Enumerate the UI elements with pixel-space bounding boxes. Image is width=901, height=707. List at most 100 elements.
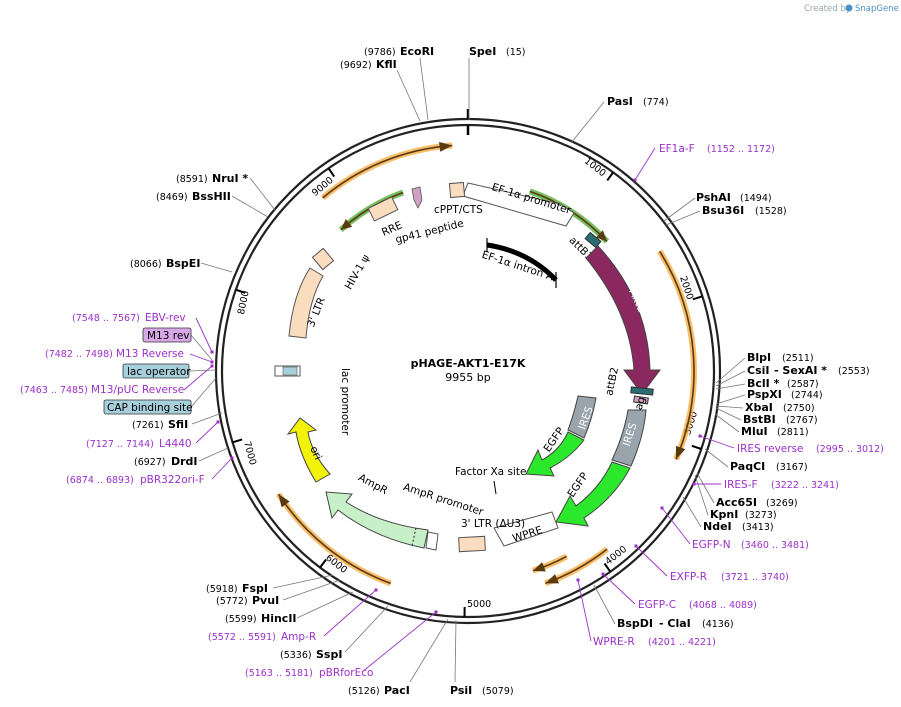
ires-inner-feature: IRES [567, 395, 597, 439]
site-pshai: PshAI (1494) [696, 191, 772, 204]
primer-mark-iresrev [698, 434, 702, 438]
orf-arc-top [320, 141, 453, 201]
leader-blpi [715, 357, 746, 384]
site-bsu36i: Bsu36I (1528) [702, 204, 787, 217]
major-tick [692, 295, 703, 301]
boxed-leader-m13rev [190, 334, 213, 361]
svg-text:KpnI: KpnI [710, 508, 738, 521]
site-pasi: PasI (774) [607, 95, 669, 108]
primer-leader-l4440 [195, 421, 219, 444]
svg-text:EF1a-F: EF1a-F [659, 143, 695, 155]
leader-psii [454, 619, 457, 683]
svg-text:(4068 .. 4089): (4068 .. 4089) [689, 600, 757, 611]
site-mlui: MluI (2811) [741, 425, 809, 438]
primer-leader-ampr [323, 589, 377, 637]
tick-label-5000: 5000 [467, 599, 491, 610]
site-bcli: BclI * (2587) [747, 377, 819, 390]
leader-bspdi [593, 584, 616, 625]
primer-leader-ebvrev [195, 317, 213, 353]
primer-pbrforeco: (5163 .. 5181) pBRforEco [245, 667, 373, 679]
orf-arc-lower-2 [531, 553, 568, 574]
svg-text:EcoRI: EcoRI [400, 45, 434, 58]
svg-text:(2767): (2767) [786, 415, 818, 426]
svg-text:lac operator: lac operator [127, 366, 191, 378]
site-blpi: BlpI (2511) [747, 351, 814, 364]
svg-text:(5918): (5918) [206, 584, 238, 595]
major-tick [691, 444, 702, 450]
svg-text:(7261): (7261) [132, 420, 164, 431]
svg-text:EXFP-R: EXFP-R [670, 571, 707, 583]
leader-xbai [715, 405, 744, 409]
major-tick [235, 288, 246, 294]
ef1a-intron-feature: EF-1α intron A [480, 238, 558, 288]
orf-arc-right [657, 249, 697, 461]
tick-label-7000: 7000 [241, 440, 258, 466]
primer-m13reverse: (7482 .. 7498) M13 Reverse [45, 348, 184, 360]
site-paqci: PaqCI (3167) [730, 460, 808, 473]
cppt-feature: cPPT/CTS [434, 181, 483, 216]
primer-leader-egfpc [602, 573, 636, 605]
egfp-inner-feature: EGFP [525, 425, 585, 477]
svg-text:MluI: MluI [741, 425, 768, 438]
leader-bspei [200, 262, 233, 273]
site-psii: PsiI (5079) [450, 684, 514, 697]
leader-mlui [714, 413, 740, 433]
leader-drdi [198, 447, 229, 462]
boxed-leader-lacop [188, 369, 217, 372]
orf-arc-right-line [658, 250, 695, 460]
primer-iresrev: IRES reverse (2995 .. 3012) [737, 443, 884, 455]
ori-label: ori [307, 444, 324, 461]
svg-text:pBRforEco: pBRforEco [319, 667, 373, 679]
svg-text:PacI: PacI [384, 684, 410, 697]
primer-mark-egfpc [601, 572, 605, 576]
svg-text:(5336): (5336) [280, 650, 312, 661]
primer-mark-wprer [576, 578, 580, 582]
svg-text:SpeI: SpeI [469, 45, 496, 58]
primer-ampr: (5572 .. 5591) Amp-R [208, 631, 316, 643]
site-sfii: (7261) SfiI [132, 418, 188, 431]
site-sspi: (5336) SspI [280, 648, 342, 661]
svg-text:(2511): (2511) [782, 353, 814, 364]
svg-text:(3413): (3413) [742, 522, 774, 533]
ltr3-du3-label: 3' LTR (ΔU3) [461, 518, 525, 530]
svg-text:SspI: SspI [316, 648, 342, 661]
svg-text:pBR322ori-F: pBR322ori-F [140, 474, 205, 486]
leader-sfii [191, 412, 223, 425]
svg-text:DrdI: DrdI [171, 455, 198, 468]
svg-text:(8591): (8591) [176, 174, 208, 185]
egfp-outer-feature: EGFP [555, 461, 631, 527]
attb2-label: attB2 [603, 366, 621, 396]
svg-text:Acc65I: Acc65I [716, 496, 757, 509]
svg-text:(8469): (8469) [156, 192, 188, 203]
primer-leader-exfpr [635, 545, 668, 577]
leader-acc65i [696, 472, 715, 504]
leader-kpni [694, 474, 709, 516]
site-pspxi: PspXI (2744) [747, 388, 823, 401]
primer-mark-m13puc [210, 364, 214, 368]
primer-exfpr: EXFP-R (3721 .. 3740) [670, 571, 789, 583]
svg-text:(3269): (3269) [766, 498, 798, 509]
primer-ef1af: EF1a-F (1152 .. 1172) [659, 143, 775, 155]
svg-text:M13 rev: M13 rev [147, 330, 190, 342]
svg-text:BssHII: BssHII [192, 190, 231, 203]
leader-paqci [704, 448, 729, 468]
site-xbai: XbaI (2750) [745, 401, 815, 414]
primer-ebvrev: (7548 .. 7567) EBV-rev [72, 312, 186, 324]
boxed-leader-cap [190, 377, 217, 408]
svg-text:BlpI: BlpI [747, 351, 771, 364]
svg-text:BclI *: BclI * [747, 377, 780, 390]
svg-text:L4440: L4440 [159, 438, 192, 450]
primer-mark-ebvrev [210, 350, 214, 354]
restriction-sites: (9786) EcoRI (9692) KflI SpeI (15) PasI … [130, 45, 870, 697]
svg-text:(4201 .. 4221): (4201 .. 4221) [648, 637, 716, 648]
svg-text:NdeI: NdeI [703, 520, 732, 533]
orf-green-right-head [596, 230, 607, 242]
primer-leader-ef1af [634, 147, 656, 181]
major-tick [232, 438, 243, 444]
svg-text:- ClaI: - ClaI [659, 617, 691, 630]
plasmid-length: 9955 bp [445, 371, 490, 384]
svg-text:(1528): (1528) [755, 206, 787, 217]
leader-hincii [296, 591, 354, 619]
svg-text:(7463 .. 7485): (7463 .. 7485) [20, 385, 88, 396]
boxed-cap: CAP binding site [103, 399, 193, 415]
